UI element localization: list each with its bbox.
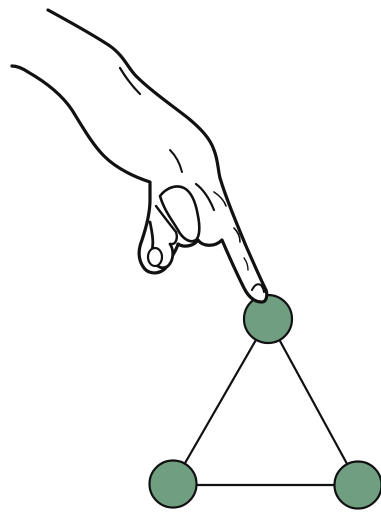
node-top[interactable] (244, 295, 292, 343)
edge-top-bottom-right (268, 319, 358, 484)
graph-nodes (150, 295, 381, 509)
node-bottom-right[interactable] (335, 462, 381, 509)
edge-top-bottom-left (173, 319, 268, 484)
node-bottom-left[interactable] (150, 461, 197, 508)
thumbnail (148, 248, 162, 266)
hand-outline (12, 10, 267, 302)
pointing-hand-icon (12, 10, 267, 302)
